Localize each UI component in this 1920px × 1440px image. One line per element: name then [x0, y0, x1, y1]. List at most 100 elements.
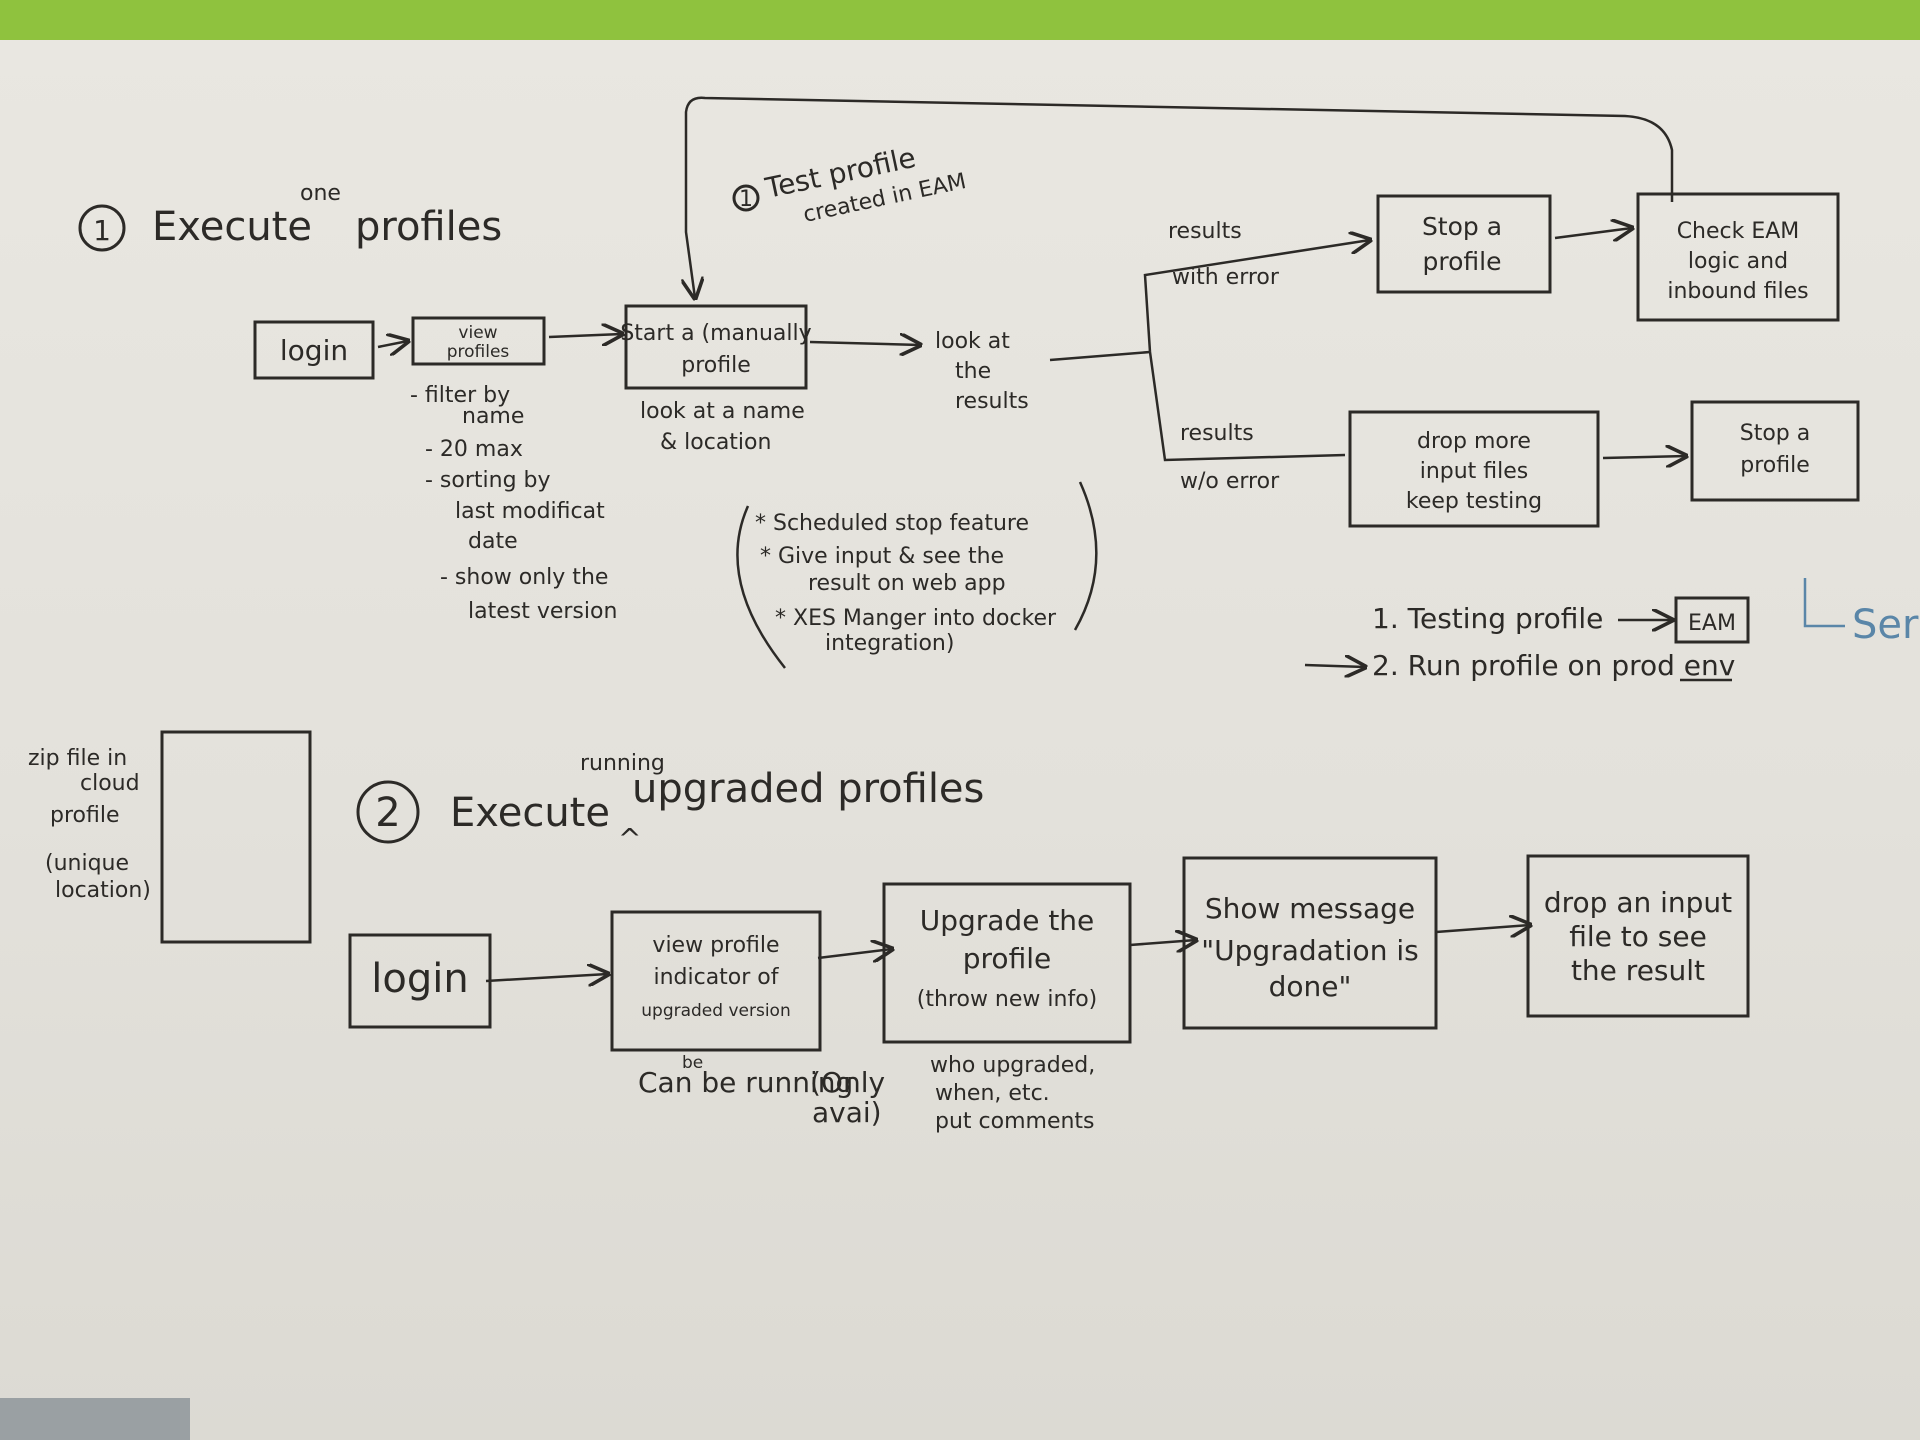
upgrade-box: [882, 882, 1132, 1044]
arrow-view-to-upgrade: [817, 949, 892, 958]
branch-without-error-line: [1148, 351, 1346, 462]
section-1-title: Execute: [152, 204, 312, 250]
stop-profile-error-line-2: profile: [1423, 247, 1502, 276]
upgrade-note-line: put comments: [935, 1109, 1095, 1134]
look-results-line-2: the: [955, 359, 991, 384]
whiteboard: [0, 40, 1920, 1440]
note-line: latest version: [468, 599, 617, 624]
check-eam-line-2: logic and: [1688, 249, 1788, 274]
blue-side-note: Ser: [1852, 602, 1919, 648]
section-1-number: 1: [93, 214, 111, 247]
features-close-paren: [1073, 481, 1098, 631]
results-without-error-line-2: w/o error: [1180, 469, 1280, 494]
drop-input-line-3: the result: [1571, 954, 1705, 987]
marker-tray: [0, 1398, 190, 1440]
start-profile-line-2: profile: [681, 353, 751, 378]
section-1-number-circle: [78, 204, 126, 252]
feature-line: * XES Manger into docker: [775, 606, 1057, 631]
note-line: date: [468, 529, 518, 554]
section-2-caret: ^: [618, 822, 641, 855]
section-2-number-circle: [356, 780, 420, 844]
section-2-title-insert: running: [580, 751, 665, 776]
upgrade-line-2: profile: [963, 942, 1051, 975]
feature-line: * Scheduled stop feature: [755, 511, 1029, 536]
section-1-title-insert: one: [300, 181, 341, 206]
arrow-stop-to-check: [1554, 228, 1632, 238]
start-profile-line-1: Start a (manually: [620, 321, 811, 346]
drop-input-line-2: file to see: [1569, 920, 1707, 953]
show-message-box: [1182, 856, 1438, 1030]
show-message-line-3: done": [1269, 970, 1352, 1003]
arrow-message-to-drop: [1435, 925, 1530, 932]
blue-side-bracket: [1803, 578, 1845, 628]
note-line: - sorting by: [425, 468, 551, 493]
stop-profile-error-box: [1376, 194, 1552, 294]
arrow-upgrade-to-message: [1129, 940, 1196, 945]
section-2-title: Execute: [450, 790, 610, 836]
under-start-line-1: look at a name: [640, 399, 805, 424]
test-profile-number: 1: [739, 187, 753, 212]
login-label: login: [280, 334, 348, 367]
view-profile-line-2: indicator of: [653, 965, 779, 990]
upgrade-note-line: who upgraded,: [930, 1053, 1095, 1078]
stop-profile-ok-line-1: Stop a: [1740, 421, 1811, 446]
section-1: 1 Execute one profiles login view profil…: [78, 96, 1919, 682]
view-profiles-notes: - filter by name - 20 max - sorting by l…: [410, 383, 617, 624]
features-list: * Scheduled stop feature * Give input & …: [755, 511, 1057, 656]
view-profile-line-3: upgraded version: [641, 1001, 790, 1021]
can-be-running: Can be running: [638, 1066, 853, 1099]
note-line: - filter by: [410, 383, 510, 408]
feature-line: * Give input & see the: [760, 544, 1004, 569]
stop-profile-ok-line-2: profile: [1740, 453, 1810, 478]
features-open-paren: [736, 505, 786, 669]
arrow-view-to-start: [548, 334, 622, 337]
testing-note-line-1: 1. Testing profile: [1372, 602, 1603, 635]
feature-line: integration): [825, 631, 954, 656]
branch-with-error-arrow: [1143, 240, 1370, 353]
section-2-title-end: upgraded profiles: [632, 766, 984, 812]
eam-label: EAM: [1688, 611, 1736, 636]
under-start-line-2: & location: [660, 430, 771, 455]
results-with-error-line-2: with error: [1172, 265, 1280, 290]
arrow-login-to-view-2: [485, 974, 608, 981]
drop-more-line-3: keep testing: [1406, 489, 1542, 514]
upgrade-line-3: (throw new info): [917, 987, 1097, 1012]
testing-note-line-2: 2. Run profile on prod env: [1372, 649, 1735, 682]
arrow-start-to-results: [809, 342, 920, 345]
stop-profile-error-line-1: Stop a: [1422, 212, 1502, 241]
stop-profile-ok-box: [1690, 400, 1860, 502]
look-results-line-1: look at: [935, 329, 1010, 354]
arrow-drop-to-stop: [1602, 456, 1686, 458]
zip-note-line: zip file in: [28, 746, 127, 771]
results-without-error-line-1: results: [1180, 421, 1254, 446]
zip-note-line: location): [55, 878, 151, 903]
view-profiles-line-2: profiles: [447, 342, 510, 362]
upgrade-line-1: Upgrade the: [920, 904, 1095, 937]
view-profile-line-1: view profile: [652, 933, 779, 958]
drop-more-line-2: input files: [1420, 459, 1529, 484]
drop-input-line-1: drop an input: [1544, 886, 1732, 919]
results-with-error-line-1: results: [1168, 219, 1242, 244]
zip-note-line: cloud: [80, 771, 140, 796]
upgrade-note-line: when, etc.: [935, 1081, 1050, 1106]
zip-file-box: [160, 730, 312, 944]
drop-more-line-1: drop more: [1417, 429, 1531, 454]
check-eam-box: [1636, 192, 1840, 322]
show-message-line-1: Show message: [1205, 892, 1415, 925]
view-profile-box: [610, 910, 822, 1052]
look-results-line-3: results: [955, 389, 1029, 414]
show-message-line-2: "Upgradation is: [1201, 934, 1418, 967]
section-2: zip file in cloud profile (unique locati…: [28, 730, 1750, 1134]
section-1-title-end: profiles: [355, 204, 502, 250]
login-box: [253, 320, 375, 380]
arrow-run-on-prod: [1304, 665, 1365, 667]
eam-box: [1674, 596, 1750, 644]
check-eam-line-3: inbound files: [1667, 279, 1808, 304]
note-line: - show only the: [440, 565, 608, 590]
view-profiles-line-1: view: [458, 323, 497, 343]
check-eam-line-1: Check EAM: [1677, 219, 1800, 244]
login-label-2: login: [371, 956, 468, 1002]
arrow-login-to-view: [377, 341, 408, 347]
only-avai-line-1: (Only: [810, 1066, 885, 1099]
